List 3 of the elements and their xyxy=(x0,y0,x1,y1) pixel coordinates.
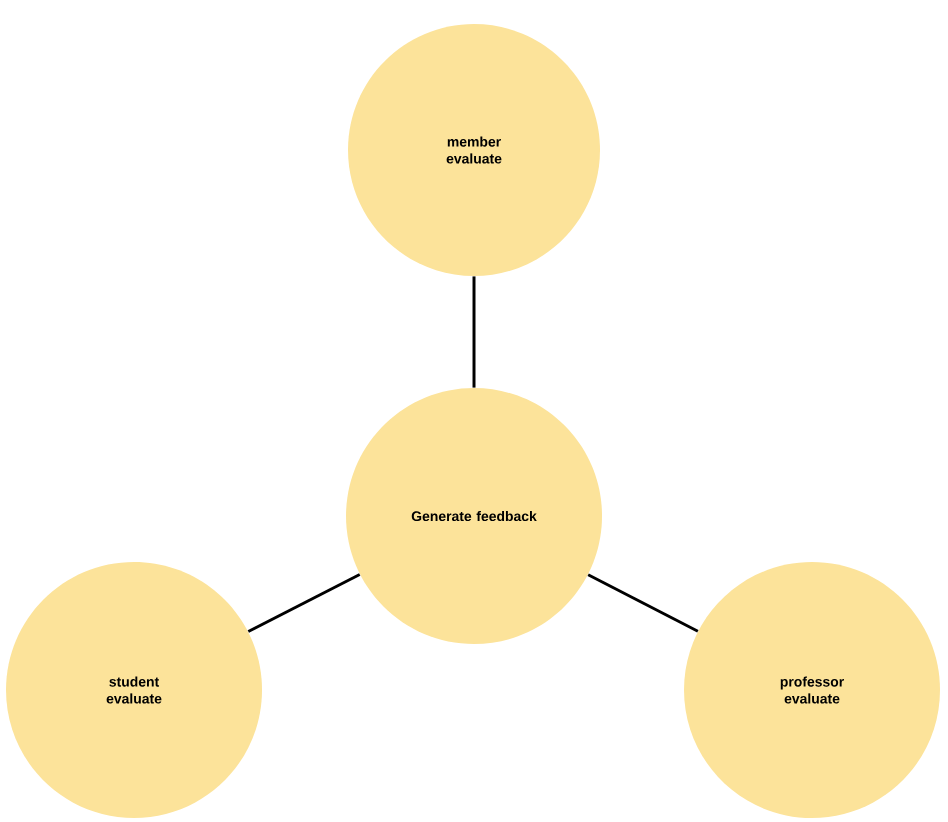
connector-line xyxy=(247,573,361,633)
connector-line xyxy=(472,276,476,388)
connector-line xyxy=(587,573,699,633)
